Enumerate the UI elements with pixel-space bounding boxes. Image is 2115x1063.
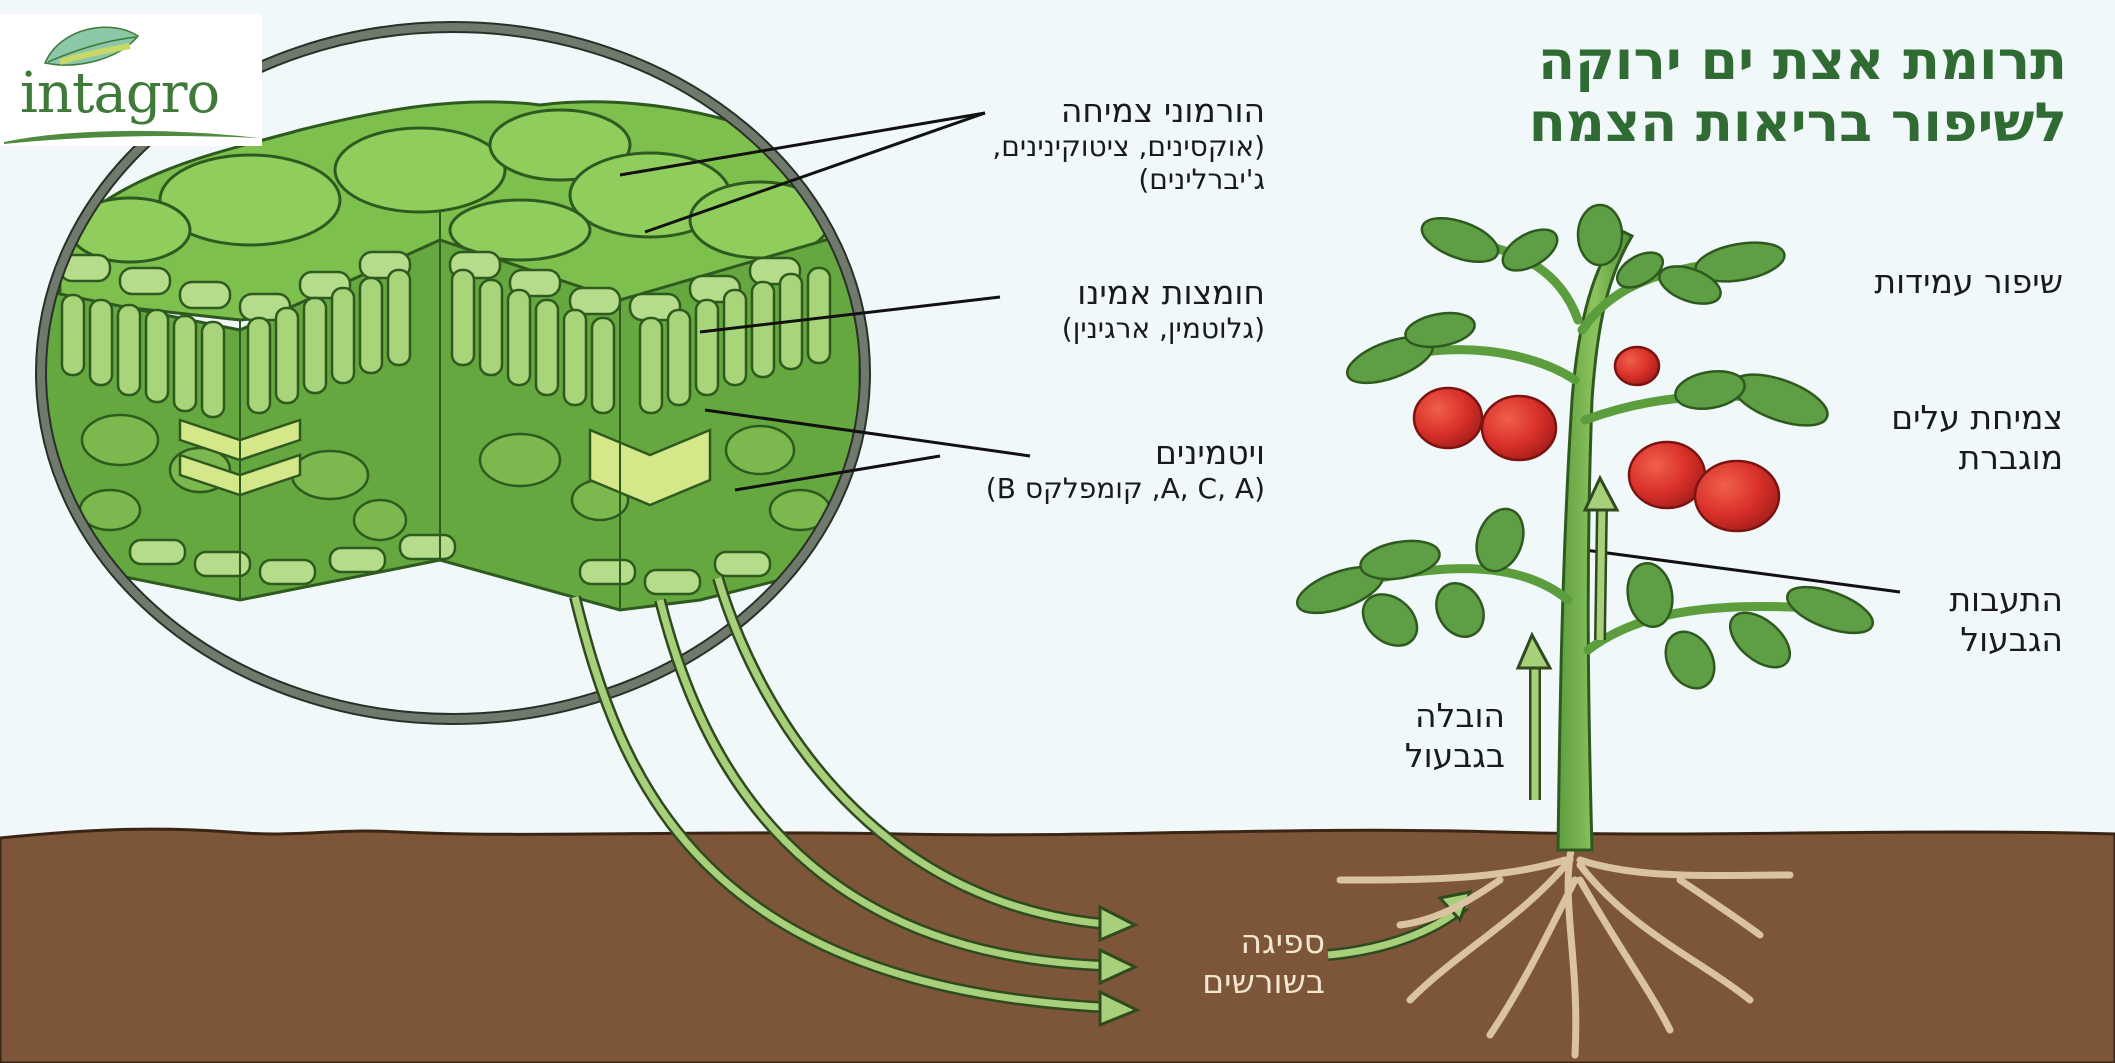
label-leaf-growth-line-2: מוגברת (1958, 438, 2063, 477)
label-amino-acids: חומצות אמינו (גלוטמין, ארגינין) (845, 273, 1265, 346)
page-title: תרומת אצת ים ירוקה לשיפור בריאות הצמח (1367, 30, 2067, 154)
label-stem-thickening-line-2: הגבעול (1960, 620, 2063, 659)
title-line-2: לשיפור בריאות הצמח (1528, 91, 2067, 154)
label-growth-hormones-title: הורמוני צמיחה (1060, 91, 1265, 130)
plant-leaves (1296, 203, 1874, 690)
logo-swoosh-icon (4, 130, 258, 144)
label-stem-transport-line-2: בגבעול (1404, 736, 1505, 775)
leaf-logo-icon (43, 26, 140, 66)
logo: intagro (0, 14, 262, 146)
plant-stem (1556, 228, 1635, 852)
label-stem-thickening: התעבות הגבעול (1763, 580, 2063, 660)
label-root-absorption-line-2: בשורשים (1202, 962, 1325, 1001)
label-stem-transport-line-1: הובלה (1415, 696, 1505, 735)
label-growth-hormones-detail-2: ג'יברלינים) (1138, 163, 1265, 196)
label-amino-acids-title: חומצות אמינו (1077, 273, 1265, 312)
title-line-1: תרומת אצת ים ירוקה (1537, 29, 2067, 92)
label-leaf-growth-line-1: צמיחת עלים (1891, 398, 2063, 437)
label-leaf-growth: צמיחת עלים מוגברת (1763, 398, 2063, 478)
magnifier-ring (36, 22, 870, 724)
soil-ground (0, 827, 2115, 1063)
stem-arrows (1515, 474, 1620, 800)
label-vitamins-detail: (A, C, A, קומפלקס B) (985, 472, 1265, 505)
label-vitamins-title: ויטמינים (1154, 433, 1265, 472)
leader-lines (619, 111, 1901, 594)
tomatoes (1412, 345, 1781, 533)
label-stem-thickening-line-1: התעבות (1949, 580, 2063, 619)
label-root-absorption: ספיגה בשורשים (1075, 922, 1325, 1002)
label-vitamins: ויטמינים (A, C, A, קומפלקס B) (845, 433, 1265, 506)
flow-arrows (569, 576, 1119, 1014)
label-root-absorption-line-1: ספיגה (1240, 922, 1325, 961)
label-stem-transport: הובלה בגבעול (1255, 696, 1505, 776)
label-growth-hormones-detail-1: (אוקסינים, ציטוקינינים, (992, 130, 1265, 163)
logo-text: intagro (20, 61, 220, 126)
label-amino-acids-detail: (גלוטמין, ארגינין) (1061, 312, 1265, 345)
label-stability: שיפור עמידות (1763, 262, 2063, 302)
label-growth-hormones: הורמוני צמיחה (אוקסינים, ציטוקינינים, ג'… (845, 91, 1265, 197)
roots (1336, 841, 1794, 1059)
label-stability-text: שיפור עמידות (1874, 262, 2063, 301)
leaf-cross-section (45, 100, 861, 612)
